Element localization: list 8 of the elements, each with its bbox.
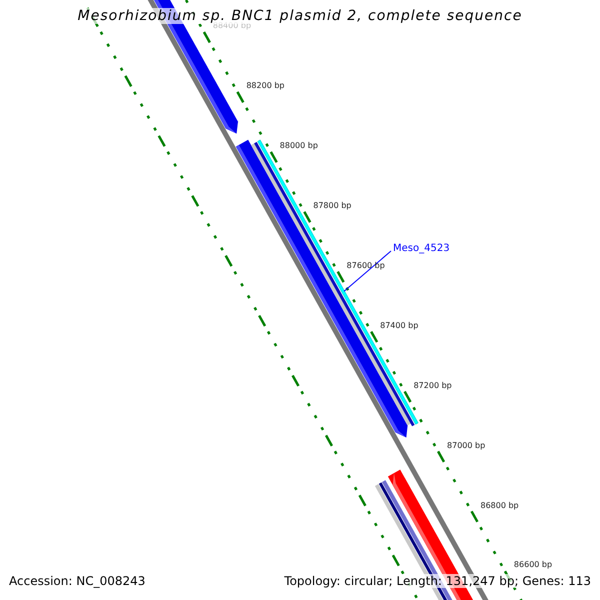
tick-label: 88400 bp — [212, 21, 252, 30]
tick-label: 87000 bp — [447, 440, 486, 450]
tick-label: 88200 bp — [246, 81, 284, 90]
tick-label: 86800 bp — [480, 500, 519, 510]
tick-label: 86600 bp — [514, 560, 552, 570]
info-label: Topology: circular; Length: 131,247 bp; Genes: 113 — [284, 574, 591, 588]
accession-label: Accession: NC_008243 — [9, 574, 146, 588]
tick-label: 87200 bp — [414, 380, 452, 390]
